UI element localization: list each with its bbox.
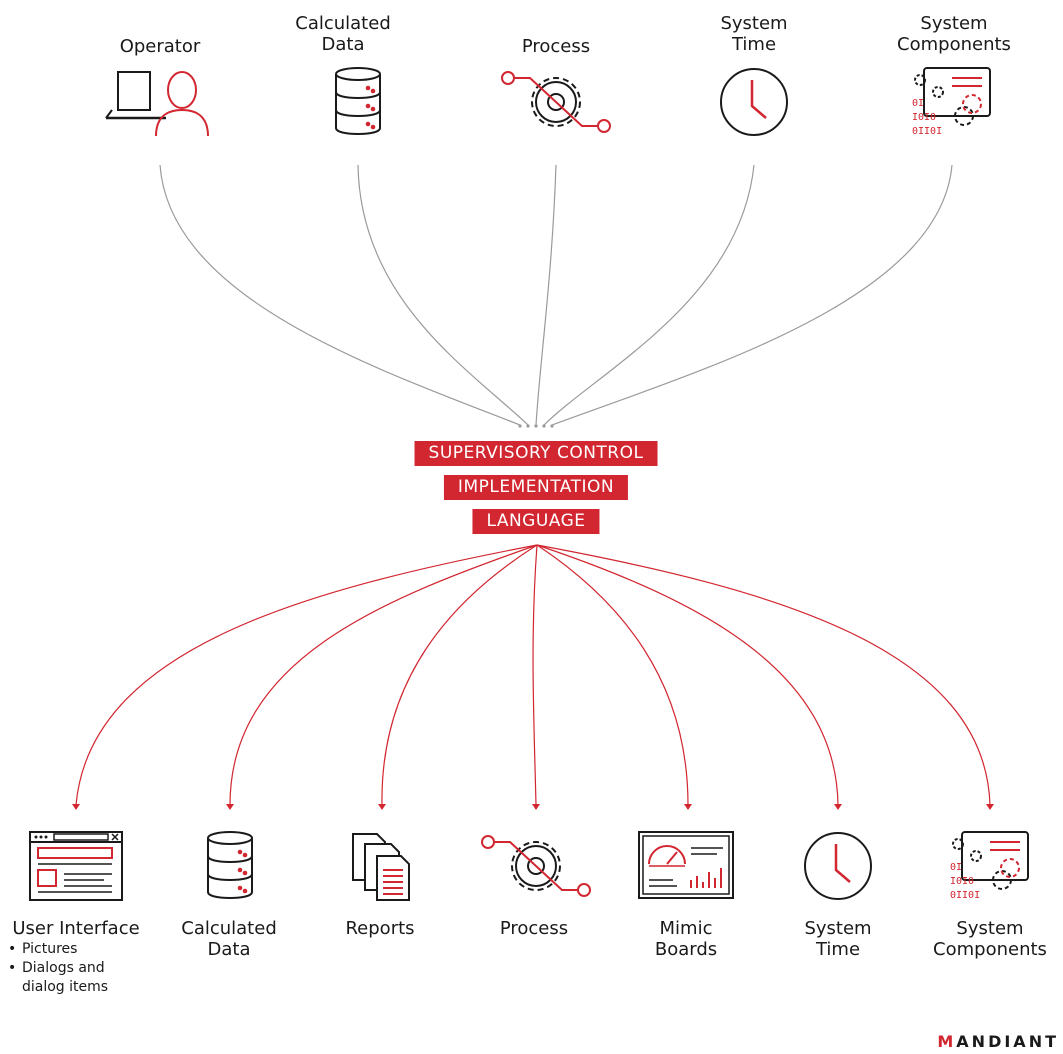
bullet-item: Dialogs and	[8, 959, 108, 978]
bullet-item-continuation: dialog items	[22, 979, 109, 995]
mandiant-logo: MANDIANT	[937, 1032, 1059, 1051]
clock-icon	[720, 68, 788, 136]
output-connectors	[75, 544, 991, 806]
output-label-user-interface: User Interface	[12, 918, 140, 939]
input-label-calculated-data: Calculated Data	[295, 13, 391, 55]
input-connector-operator	[159, 164, 521, 426]
clock-icon	[804, 832, 872, 900]
system-components-icon: 0I I0I0 0II0I	[912, 67, 991, 137]
output-label-process: Process	[499, 918, 569, 939]
center-title-line-2: IMPLEMENTATION	[443, 475, 629, 500]
output-label-calculated-data: Calculated Data	[181, 918, 277, 960]
binary-digits: 0I	[912, 98, 924, 109]
input-arrowheads	[518, 424, 554, 428]
input-connectors	[159, 164, 953, 426]
output-label-system-components: System Components	[933, 918, 1047, 960]
operator-icon	[105, 71, 209, 137]
input-label-system-components: System Components	[897, 13, 1011, 55]
input-connector-system-components	[551, 164, 953, 426]
input-connector-process	[535, 164, 557, 426]
svg-text:I0I0: I0I0	[950, 876, 974, 887]
output-connector-mimic-boards	[536, 544, 689, 806]
reports-icon	[352, 833, 410, 901]
logo-m: M	[937, 1032, 957, 1051]
database-icon	[335, 67, 381, 136]
bullet-item: Pictures	[8, 940, 108, 959]
output-label-mimic-boards: Mimic Boards	[654, 918, 718, 960]
output-label-reports: Reports	[345, 918, 415, 939]
output-arrowheads	[72, 804, 994, 810]
output-connector-user-interface	[75, 544, 538, 806]
system-components-icon: 0I I0I0 0II0I	[950, 831, 1029, 901]
mimic-board-icon	[638, 831, 734, 899]
output-connector-system-components	[536, 544, 991, 806]
process-gear-icon	[501, 71, 611, 133]
user-interface-window-icon	[29, 831, 123, 901]
database-icon	[207, 831, 253, 900]
svg-text:0II0I: 0II0I	[912, 126, 942, 137]
output-connector-process	[532, 544, 538, 806]
input-label-operator: Operator	[119, 36, 201, 57]
svg-text:I0I0: I0I0	[912, 112, 936, 123]
user-interface-bullet-list: Pictures Dialogs and dialog items	[8, 940, 108, 997]
output-connector-system-time	[536, 544, 839, 806]
svg-text:0II0I: 0II0I	[950, 890, 980, 901]
input-connector-calculated-data	[357, 164, 529, 426]
input-connector-system-time	[543, 164, 755, 426]
center-title-line-3: LANGUAGE	[472, 509, 600, 534]
input-label-process: Process	[521, 36, 591, 57]
input-label-system-time: System Time	[720, 13, 788, 55]
output-connector-calculated-data	[229, 544, 538, 806]
process-gear-icon	[481, 835, 591, 897]
output-label-system-time: System Time	[804, 918, 872, 960]
svg-text:0I: 0I	[950, 862, 962, 873]
center-title-line-1: SUPERVISORY CONTROL	[414, 441, 658, 466]
output-connector-reports	[381, 544, 538, 806]
logo-rest: ANDIANT	[956, 1032, 1059, 1051]
